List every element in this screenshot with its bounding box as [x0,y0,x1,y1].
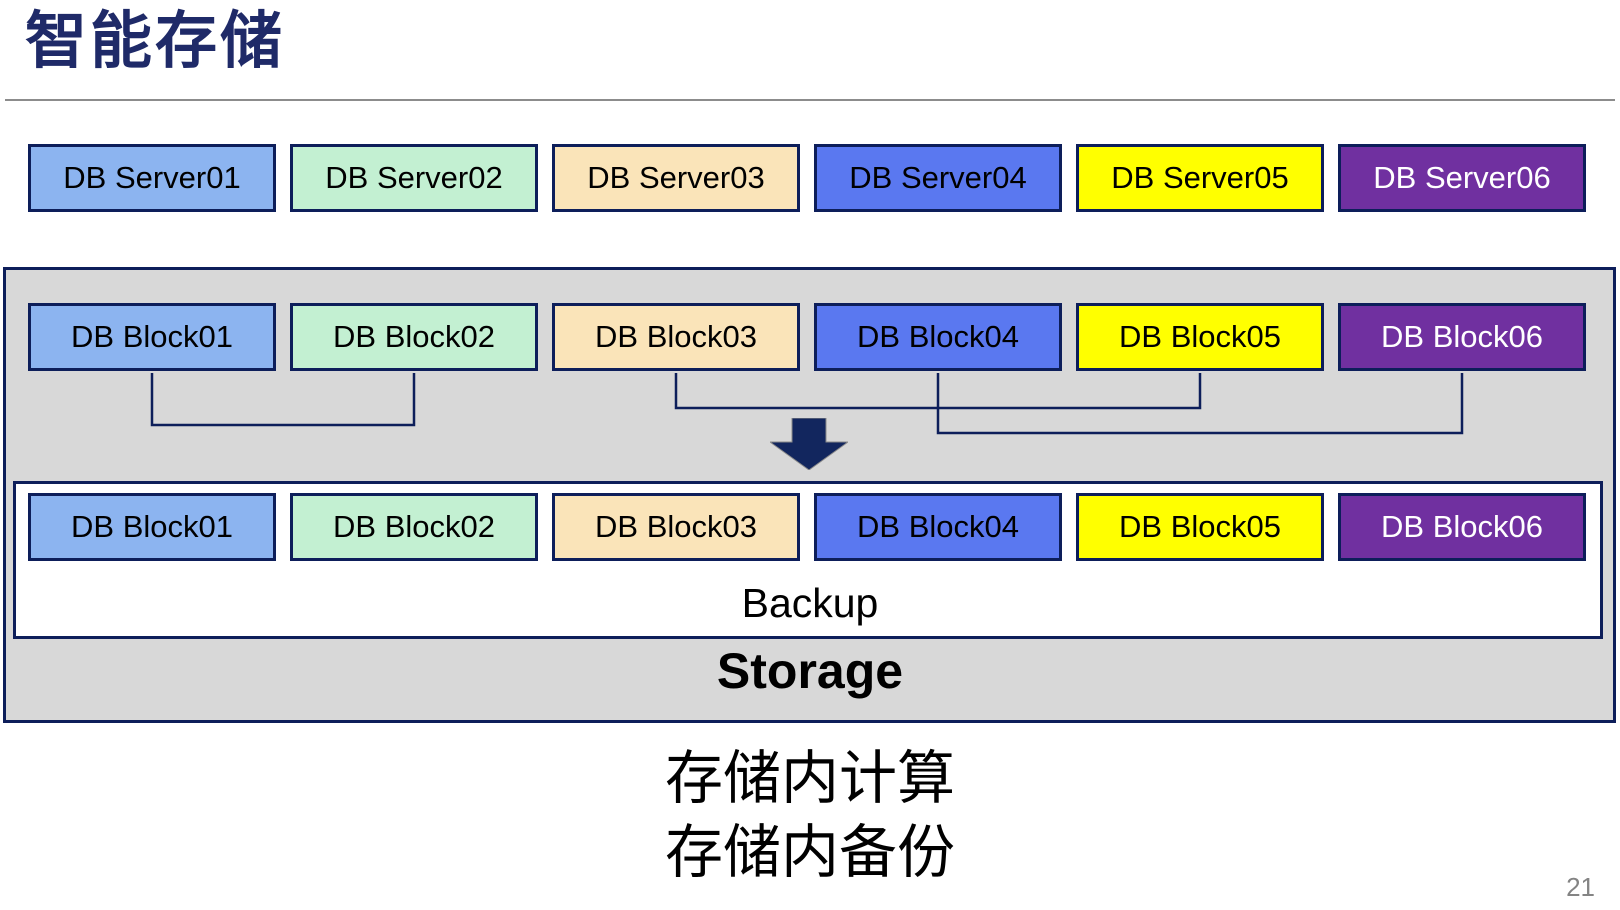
db-block-top-box-1: DB Block01 [28,303,276,371]
db-block-top-box-3: DB Block03 [552,303,800,371]
db-server-box-2: DB Server02 [290,144,538,212]
db-block-top-box-6: DB Block06 [1338,303,1586,371]
db-block-top-box-4: DB Block04 [814,303,1062,371]
title-divider [5,99,1615,101]
db-server-box-3: DB Server03 [552,144,800,212]
page-title: 智能存储 [25,7,286,76]
db-block-backup-box-2: DB Block02 [290,493,538,561]
db-block-backup-box-3: DB Block03 [552,493,800,561]
db-block-backup-box-1: DB Block01 [28,493,276,561]
db-block-backup-box-5: DB Block05 [1076,493,1324,561]
caption-line-backup: 存储内备份 [664,820,955,885]
backup-label: Backup [741,580,879,626]
down-arrow-icon [770,418,848,470]
caption-line-compute: 存储内计算 [664,746,955,811]
db-block-backup-box-4: DB Block04 [814,493,1062,561]
db-server-box-6: DB Server06 [1338,144,1586,212]
db-block-backup-box-6: DB Block06 [1338,493,1586,561]
caption-block: 存储内计算 存储内备份 [0,742,1620,890]
db-block-top-box-2: DB Block02 [290,303,538,371]
db-server-box-5: DB Server05 [1076,144,1324,212]
storage-label: Storage [716,643,904,699]
db-block-top-box-5: DB Block05 [1076,303,1324,371]
db-server-box-1: DB Server01 [28,144,276,212]
db-server-box-4: DB Server04 [814,144,1062,212]
connector-lines [150,373,1464,435]
page-number: 21 [1566,872,1595,902]
